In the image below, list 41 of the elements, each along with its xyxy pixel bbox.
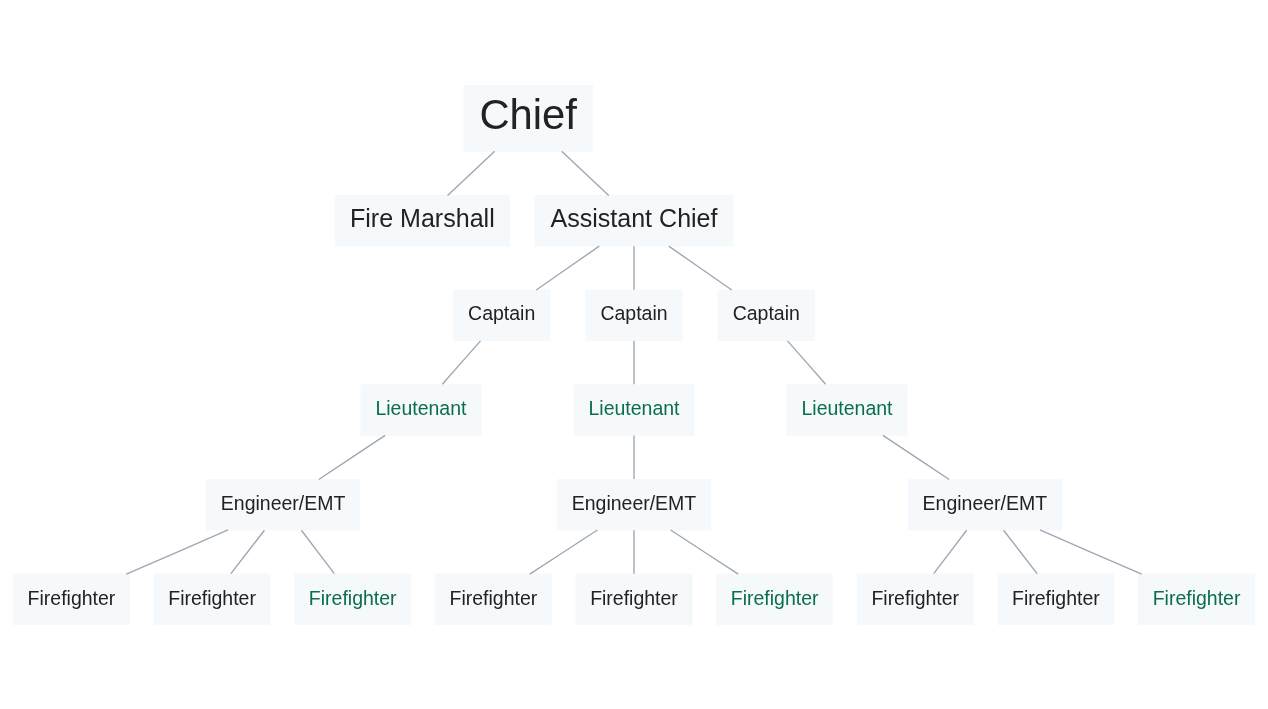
connector	[1039, 528, 1143, 575]
node-box: Firefighter	[856, 573, 974, 625]
node-box: Assistant Chief	[534, 194, 734, 246]
connector	[633, 244, 635, 290]
node-box: Firefighter	[153, 573, 271, 625]
node-box: Engineer/EMT	[205, 478, 361, 530]
node-box: Engineer/EMT	[556, 478, 712, 530]
node-box: Lieutenant	[786, 383, 908, 436]
connector	[668, 244, 733, 291]
node-box: Captain	[717, 289, 815, 341]
node-box: Firefighter	[1138, 573, 1255, 625]
connector	[230, 529, 266, 574]
node-box: Chief	[463, 84, 593, 152]
node-box: Lieutenant	[360, 383, 482, 436]
connector	[633, 434, 635, 480]
node-box: Firefighter	[716, 573, 834, 625]
node-box: Captain	[453, 289, 551, 341]
node-box: Captain	[585, 289, 683, 341]
connector	[300, 529, 336, 574]
node-box: Firefighter	[997, 573, 1115, 625]
connector	[932, 529, 968, 574]
connector	[125, 528, 229, 575]
connector	[669, 528, 739, 575]
node-box: Firefighter	[294, 573, 412, 625]
connector	[535, 244, 600, 291]
connector	[318, 434, 386, 480]
connector	[882, 434, 950, 480]
connector	[529, 528, 599, 575]
connector	[446, 150, 496, 196]
node-box: Firefighter	[13, 573, 130, 625]
node-box: Fire Marshall	[334, 194, 511, 246]
node-box: Lieutenant	[573, 383, 695, 436]
node-box: Firefighter	[575, 573, 693, 625]
node-box: Firefighter	[434, 573, 552, 625]
node-box: Engineer/EMT	[907, 478, 1063, 530]
connector	[441, 339, 482, 385]
connector	[633, 529, 635, 574]
connector	[786, 339, 827, 385]
connector	[633, 339, 635, 385]
connector	[560, 150, 610, 196]
connector	[1002, 529, 1038, 574]
